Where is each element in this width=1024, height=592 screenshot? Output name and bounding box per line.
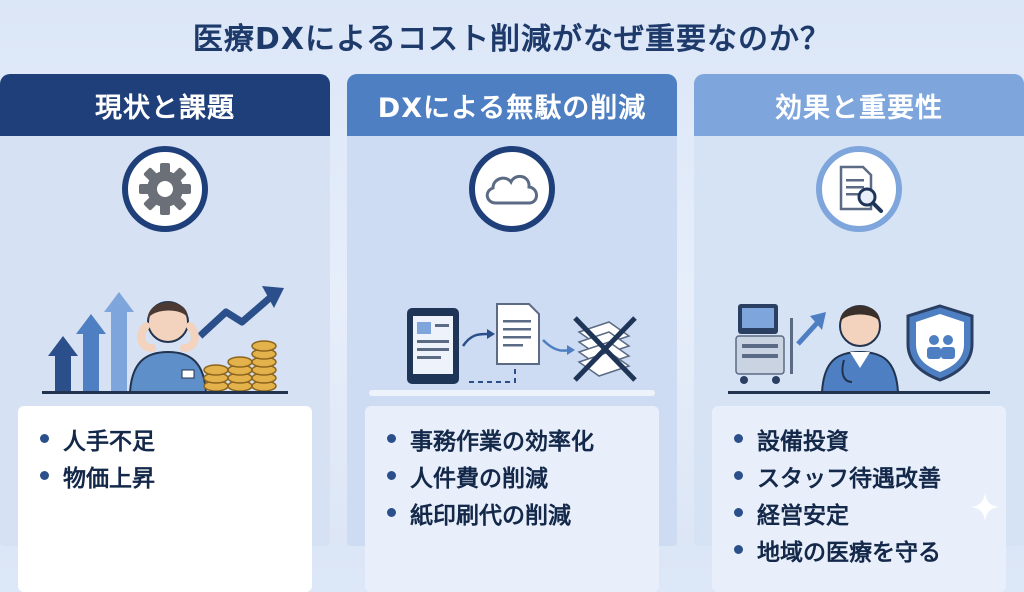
list-item: 物価上昇 [30,457,312,494]
list-item: 設備投資 [724,420,1006,457]
medical-staff-illustration [728,304,990,394]
nurse-icon [820,305,900,393]
crossed-paper-stack-icon [573,316,637,382]
tablet-icon [407,308,459,384]
list-item: 人件費の削減 [377,457,659,494]
bullet-list: 人手不足 物価上昇 [18,406,312,592]
bullet-list: 事務作業の効率化 人件費の削減 紙印刷代の削減 [365,406,659,592]
list-item: 事務作業の効率化 [377,420,659,457]
column-heading: DXによる無駄の削減 [347,74,677,136]
column-dx-waste-reduction: DXによる無駄の削減 [347,74,677,592]
column-current-issues: 現状と課題 [0,74,330,592]
column-body: 事務作業の効率化 人件費の削減 紙印刷代の削減 [347,136,677,592]
stressed-nurse-illustration [42,286,288,394]
column-heading: 効果と重要性 [694,74,1024,136]
column-body: 設備投資 スタッフ待遇改善 経営安定 地域の医療を守る [694,136,1024,592]
coin-stack-icon [203,340,277,392]
rising-bars-icon [48,292,134,392]
bullet-icon [387,471,396,480]
cloud-icon [469,146,555,232]
bullet-icon [40,471,49,480]
column-effect-importance: 効果と重要性 [694,74,1024,592]
bullet-icon [734,508,743,517]
bullet-icon [387,508,396,517]
bullet-icon [40,434,49,443]
list-item: スタッフ待遇改善 [724,457,1006,494]
column-body: 人手不足 物価上昇 [0,136,330,592]
trend-arrow-icon [197,293,275,339]
list-item: 紙印刷代の削減 [377,494,659,531]
bullet-icon [734,434,743,443]
shield-icon [906,304,974,382]
list-item: 人手不足 [30,420,312,457]
document-icon [496,303,540,365]
nurse-icon [128,301,208,393]
list-item: 地域の医療を守る [724,531,1006,568]
bullet-icon [734,545,743,554]
bullet-icon [387,434,396,443]
column-heading: 現状と課題 [0,74,330,136]
bullet-list: 設備投資 スタッフ待遇改善 経営安定 地域の医療を守る [712,406,1006,592]
page-title: 医療DXによるコスト削減がなぜ重要なのか？ [192,22,832,57]
gear-icon [122,146,208,232]
bullet-icon [734,471,743,480]
divider [369,390,655,396]
document-search-icon [816,146,902,232]
list-item: 経営安定 [724,494,1006,531]
sparkle-icon [970,492,1000,522]
medical-equipment-icon [735,304,793,384]
trend-arrow-icon [796,320,820,346]
paperless-illustration [407,303,637,384]
